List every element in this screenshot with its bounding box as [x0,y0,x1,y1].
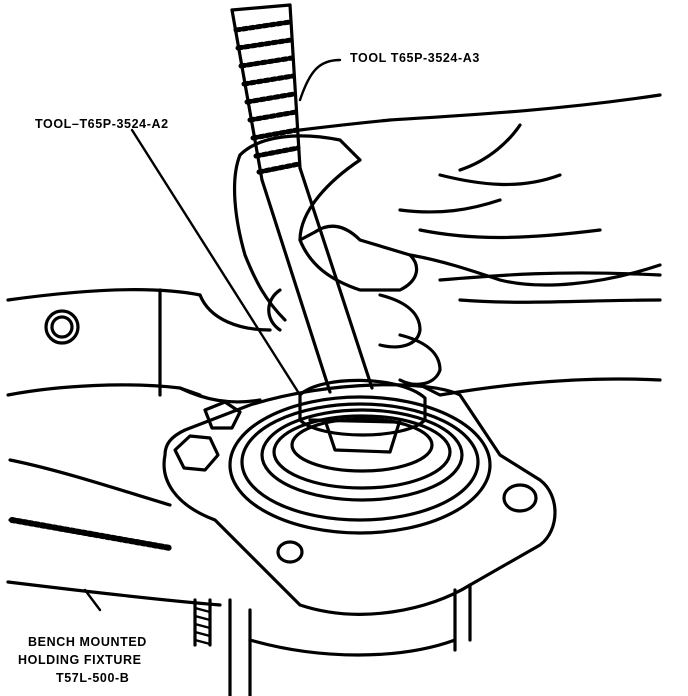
leader-lines [83,58,342,612]
label-tool-shaft: TOOL T65P-3524-A3 [350,51,480,65]
label-fixture-line1: BENCH MOUNTED [28,635,147,649]
label-fixture-line3: T57L-500-B [56,671,129,685]
fixture-housing [6,287,472,696]
hand [232,93,662,397]
seal-rings [228,395,492,535]
label-socket-tool: TOOL–T65P-3524-A2 [35,117,169,131]
label-fixture-line2: HOLDING FIXTURE [18,653,142,667]
socket-tool [298,378,427,454]
flange-plate [162,383,557,647]
